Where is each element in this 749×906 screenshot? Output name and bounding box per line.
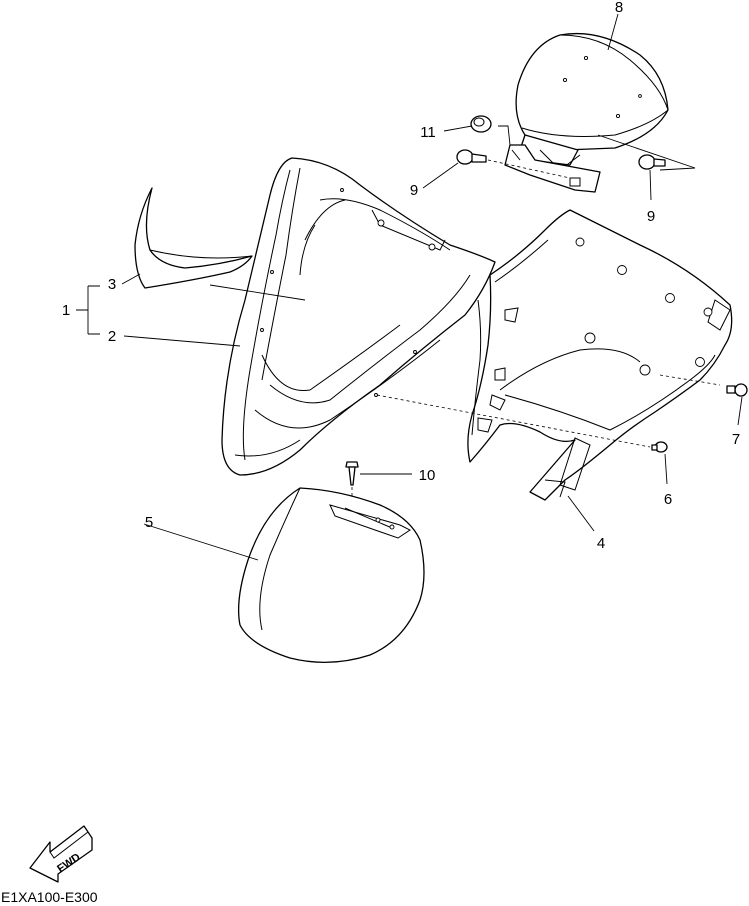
part-4-inner-cover xyxy=(467,209,733,501)
callout-9-right: 9 xyxy=(647,208,655,225)
callout-6: 6 xyxy=(664,491,672,508)
part-8-cover xyxy=(515,32,669,171)
leader-lines xyxy=(76,13,743,561)
callout-10: 10 xyxy=(419,467,436,484)
bracket xyxy=(498,125,696,193)
part-3-panel xyxy=(134,187,253,289)
diagram-code: E1XA100-E300 xyxy=(1,889,98,905)
part-9-bolt-left xyxy=(456,149,571,179)
callout-7: 7 xyxy=(732,431,740,448)
callout-4: 4 xyxy=(597,535,605,552)
callout-8: 8 xyxy=(615,0,623,16)
part-10-screw xyxy=(345,461,359,505)
part-11-grommet xyxy=(470,115,492,133)
callout-3: 3 xyxy=(108,276,116,293)
callout-11: 11 xyxy=(420,124,436,141)
callout-1: 1 xyxy=(62,302,70,319)
callout-9-left: 9 xyxy=(410,182,418,199)
callout-5: 5 xyxy=(145,514,153,531)
part-2-front-cover xyxy=(221,157,496,476)
part-9-bolt-right xyxy=(638,154,666,170)
part-7-screw xyxy=(726,383,748,397)
callout-2: 2 xyxy=(108,328,116,345)
part-5-front-fender xyxy=(238,487,425,663)
part-6-screw xyxy=(376,394,668,453)
fwd-arrow-icon: FWD xyxy=(29,825,93,883)
